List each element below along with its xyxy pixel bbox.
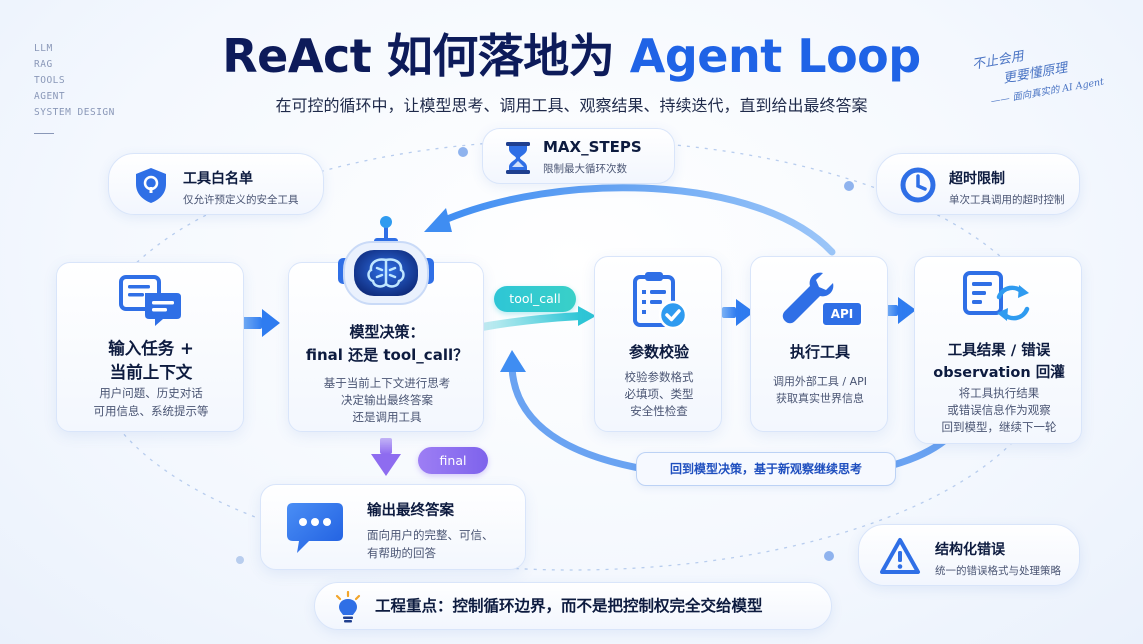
step-desc-line3: 回到模型，继续下一轮	[941, 420, 1057, 434]
step-desc-line2: 必填项、类型	[624, 387, 694, 401]
step-desc-line2: 可用信息、系统提示等	[93, 404, 209, 418]
guard-desc: 限制最大循环次数	[543, 163, 627, 175]
final-text: final	[439, 453, 467, 468]
page-subtitle: 在可控的循环中，让模型思考、调用工具、观察结果、持续迭代，直到给出最终答案	[275, 96, 868, 115]
step-desc-line2: 有帮助的回答	[367, 546, 436, 560]
flow-arrow-1	[240, 309, 280, 337]
clipboard-check-icon	[633, 272, 688, 330]
message-bubble-icon	[287, 503, 343, 553]
step-desc-line1: 用户问题、历史对话	[99, 386, 203, 400]
warning-icon	[880, 538, 920, 574]
tool-call-text: tool_call	[509, 291, 561, 306]
side-divider	[34, 133, 54, 134]
flow-arrow-3	[886, 297, 916, 324]
loop-back-text: 回到模型决策，基于新观察继续思考	[669, 462, 862, 476]
side-label: RAG	[34, 59, 53, 70]
lightbulb-icon	[335, 591, 361, 623]
step-title-line2: 当前上下文	[109, 363, 193, 382]
guard-max-steps: MAX_STEPS 限制最大循环次数	[482, 128, 675, 184]
guard-timeout: 超时限制 单次工具调用的超时控制	[876, 153, 1080, 215]
side-labels: LLM RAG TOOLS AGENT SYSTEM DESIGN	[34, 41, 154, 134]
step-desc-line3: 安全性检查	[630, 404, 688, 418]
top-loop-arrow	[436, 184, 836, 256]
clock-icon	[900, 167, 936, 203]
guard-desc: 统一的错误格式与处理策略	[935, 565, 1061, 577]
guard-title: 结构化错误	[935, 542, 1005, 558]
side-label: SYSTEM DESIGN	[34, 107, 115, 118]
wrench-icon	[782, 272, 834, 324]
step-desc-line2: 或错误信息作为观察	[947, 403, 1051, 417]
step-desc-line3: 还是调用工具	[352, 410, 422, 424]
api-badge-label: API	[830, 307, 854, 321]
step-desc-line1: 校验参数格式	[624, 370, 694, 384]
step-input-card: 输入任务 + 当前上下文 用户问题、历史对话 可用信息、系统提示等	[56, 262, 244, 432]
final-label: final	[418, 447, 488, 474]
guard-title: 超时限制	[949, 171, 1005, 187]
side-label: LLM	[34, 43, 53, 54]
footer-banner: 工程重点：控制循环边界，而不是把控制权完全交给模型	[314, 582, 832, 630]
step-desc-line2: 获取真实世界信息	[776, 392, 864, 405]
flow-arrow-2	[722, 299, 754, 326]
step-title-line2: observation 回灌	[933, 365, 1065, 381]
refresh-doc-icon	[963, 271, 1030, 321]
step-title-line2: final 还是 tool_call？	[305, 346, 469, 364]
step-title: 参数校验	[628, 343, 689, 361]
step-desc-line2: 决定输出最终答案	[341, 393, 433, 407]
step-observe-card: 工具结果 / 错误 observation 回灌 将工具执行结果 或错误信息作为…	[914, 256, 1082, 444]
step-desc-line1: 将工具执行结果	[958, 386, 1040, 400]
step-title-line1: 输入任务 +	[108, 339, 194, 358]
api-badge: API	[821, 301, 863, 327]
footer-text: 工程重点：控制循环边界，而不是把控制权完全交给模型	[375, 597, 763, 615]
guard-structured-error: 结构化错误 统一的错误格式与处理策略	[858, 524, 1080, 586]
step-desc-line1: 基于当前上下文进行思考	[323, 376, 451, 390]
step-desc-line1: 面向用户的完整、可信、	[367, 528, 494, 542]
guard-title: MAX_STEPS	[543, 138, 642, 156]
title-part-2: Agent Loop	[629, 29, 921, 83]
tool-call-label: tool_call	[494, 286, 576, 312]
step-validate-card: 参数校验 校验参数格式 必填项、类型 安全性检查	[594, 256, 722, 432]
loop-back-label: 回到模型决策，基于新观察继续思考	[636, 452, 896, 486]
title-part-1: ReAct 如何落地为	[222, 29, 630, 83]
guard-desc: 仅允许预定义的安全工具	[183, 194, 299, 206]
step-title: 输出最终答案	[367, 503, 454, 519]
guard-whitelist: 工具白名单 仅允许预定义的安全工具	[108, 153, 324, 215]
robot-brain-icon	[338, 216, 434, 305]
step-title-line1: 工具结果 / 错误	[947, 343, 1051, 359]
step-final-answer-card: 输出最终答案 面向用户的完整、可信、 有帮助的回答	[260, 484, 526, 570]
side-label: TOOLS	[34, 75, 66, 86]
step-title-line1: 模型决策：	[349, 323, 425, 341]
flow-arrow-toolcall	[478, 306, 596, 331]
page-title: ReAct 如何落地为 Agent Loop	[0, 26, 1143, 86]
guard-title: 工具白名单	[183, 171, 253, 187]
step-desc-line1: 调用外部工具 / API	[772, 375, 868, 388]
shield-icon	[136, 168, 166, 203]
step-execute-card: API 执行工具 调用外部工具 / API 获取真实世界信息	[750, 256, 888, 432]
guard-desc: 单次工具调用的超时控制	[949, 194, 1065, 206]
flow-arrow-final	[371, 438, 401, 476]
chat-icon	[119, 275, 181, 326]
side-label: AGENT	[34, 91, 66, 102]
hourglass-icon	[506, 142, 530, 174]
step-title: 执行工具	[789, 343, 850, 361]
